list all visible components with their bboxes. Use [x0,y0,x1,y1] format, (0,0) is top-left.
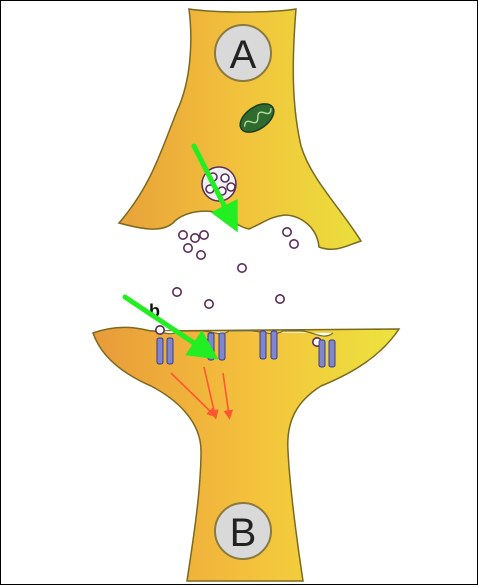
label-a-badge: A [215,25,271,81]
label-a: A [230,33,257,77]
label-b-badge: B [215,503,271,559]
label-b: B [230,511,257,555]
docked-vesicles [179,228,298,259]
